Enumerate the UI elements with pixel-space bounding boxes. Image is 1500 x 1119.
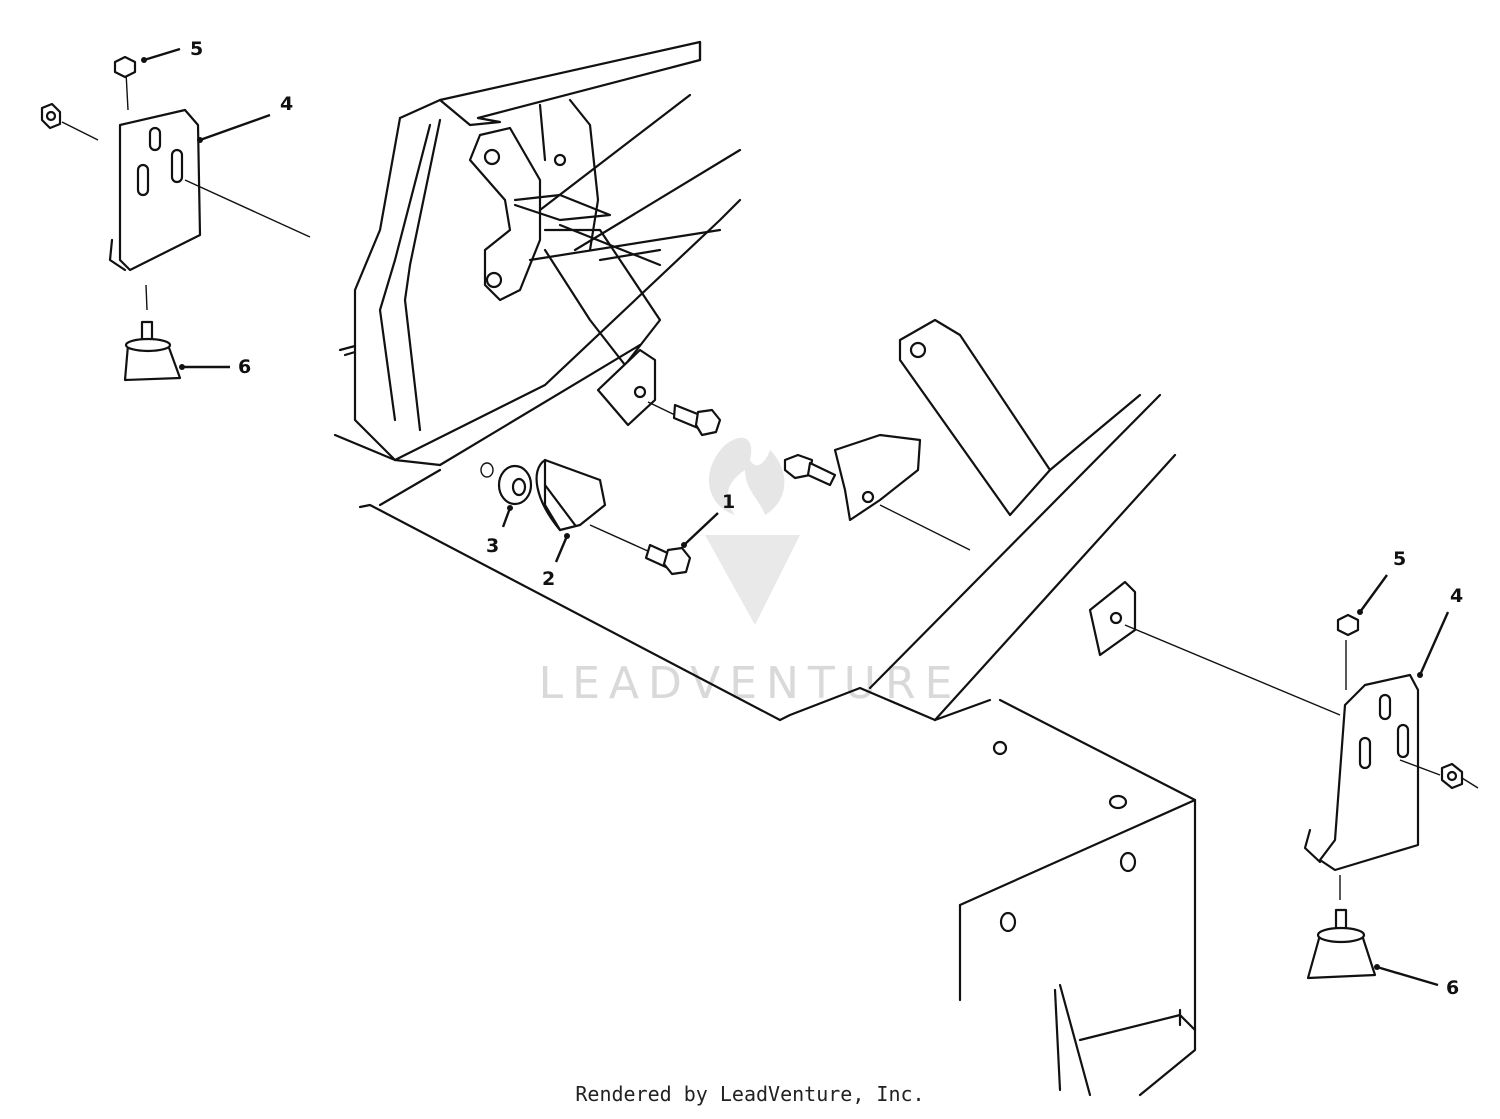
callout-4-left: 4 [197, 93, 293, 143]
callout-number: 5 [1393, 548, 1406, 570]
callout-4-right: 4 [1417, 585, 1463, 678]
front-support-bracket [596, 348, 676, 427]
rendered-by-footer: Rendered by LeadVenture, Inc. [575, 1082, 925, 1106]
washer [480, 462, 533, 506]
hex-bolt-lower [644, 543, 692, 576]
callout-5-right: 5 [1357, 548, 1406, 615]
callout-number: 3 [486, 535, 499, 557]
callout-number: 5 [190, 38, 203, 60]
callout-number: 6 [1446, 977, 1459, 999]
left-mounting-bracket [61, 71, 311, 311]
callout-6-left: 6 [179, 356, 251, 378]
watermark-text: LEADVENTURE [539, 658, 962, 709]
callout-number: 6 [238, 356, 251, 378]
callout-5-left: 5 [141, 38, 203, 63]
left-rubber-bumper [123, 320, 182, 382]
right-rubber-bumper [1306, 908, 1377, 980]
callout-2: 2 [542, 533, 570, 590]
callout-number: 4 [280, 93, 293, 115]
deck-rear-housing [333, 40, 702, 467]
right-mounting-bracket [1303, 640, 1441, 900]
bumper-roller [535, 458, 651, 553]
mid-bracket [783, 433, 971, 551]
watermark: LEADVENTURE [539, 437, 962, 709]
callout-number: 4 [1450, 585, 1463, 607]
right-hex-nut-top [1336, 613, 1360, 637]
deck-edges [358, 198, 1197, 1097]
callout-1: 1 [681, 491, 735, 548]
left-hex-nut-top [113, 55, 137, 79]
callout-number: 2 [542, 568, 555, 590]
right-support-plate [1088, 580, 1341, 716]
hex-bolt-upper [672, 403, 722, 437]
callout-number: 1 [722, 491, 735, 513]
front-hanger-arm [468, 93, 742, 367]
left-hex-nut-side [40, 102, 62, 130]
rear-hanger-arm [898, 318, 1142, 517]
right-hex-nut-side [1440, 762, 1479, 790]
callout-6-right: 6 [1374, 964, 1459, 999]
callout-3: 3 [486, 505, 513, 557]
